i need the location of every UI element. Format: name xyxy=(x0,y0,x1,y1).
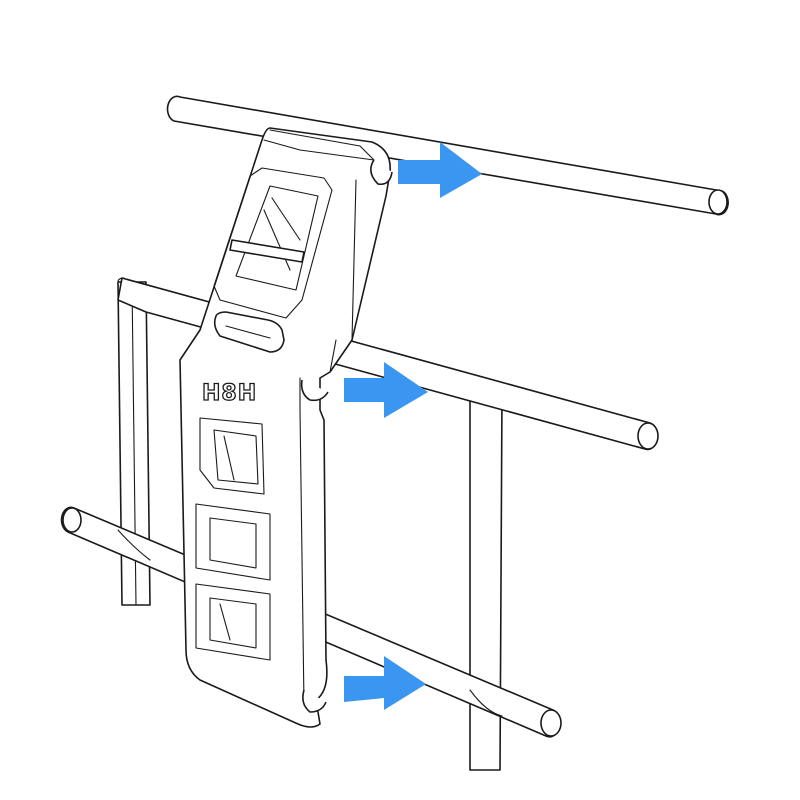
brand-mark: H8H xyxy=(202,381,257,406)
arrow-top-rod xyxy=(398,142,482,198)
clip-part: H8H xyxy=(179,127,393,728)
arrow-bottom-rod xyxy=(344,656,426,710)
weld-left xyxy=(117,529,151,561)
direction-arrows xyxy=(344,142,482,710)
arrow-middle-rod xyxy=(344,362,428,418)
weld-right xyxy=(469,689,503,717)
